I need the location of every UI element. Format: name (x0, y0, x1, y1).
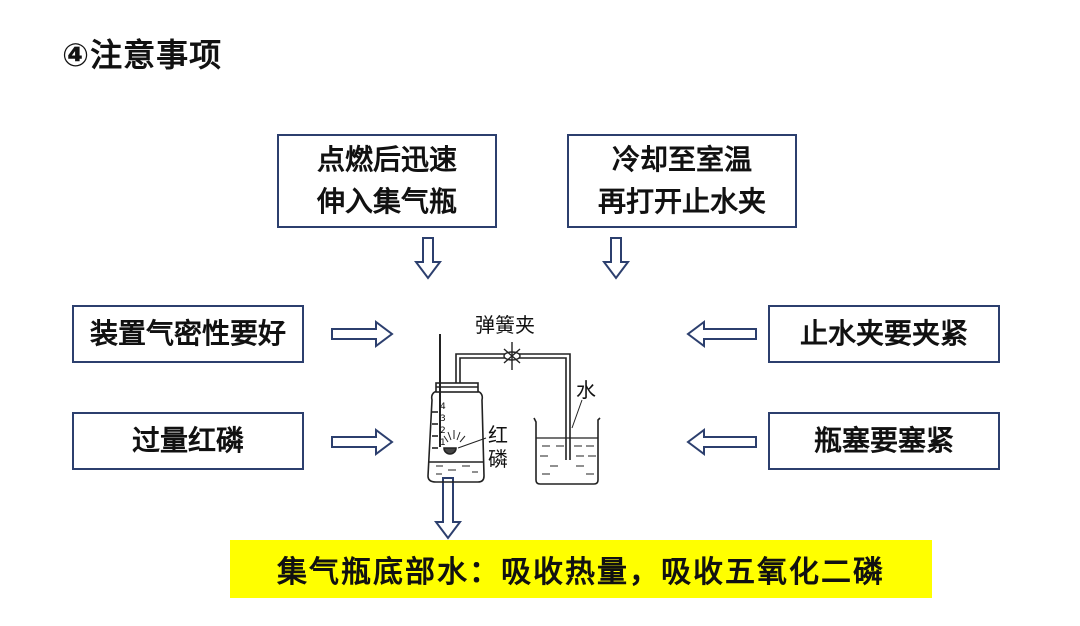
combustion-spoon (443, 447, 457, 455)
connecting-tube (459, 357, 567, 460)
red-phosphorus-label-2: 磷 (488, 447, 508, 471)
note-excess-phosphorus: 过量红磷 (72, 412, 304, 470)
arrow-right-icon (331, 428, 394, 456)
note-cool-first: 冷却至室温 再打开止水夹 (567, 134, 797, 228)
scale-mark: 4 (440, 402, 446, 412)
arrow-left-icon (686, 428, 757, 456)
scale-mark: 1 (440, 438, 446, 448)
flame-icon (443, 430, 466, 443)
beaker (533, 417, 601, 485)
note-ignite-quickly: 点燃后迅速 伸入集气瓶 (277, 134, 497, 228)
scale-mark: 2 (440, 426, 446, 436)
note-ignite-line2: 伸入集气瓶 (316, 185, 457, 218)
arrow-left-icon (686, 320, 757, 348)
scale-mark: 3 (440, 414, 446, 424)
red-phosphorus-label-1: 红 (488, 423, 508, 447)
note-stopper-tight: 瓶塞要塞紧 (768, 412, 1000, 470)
note-cool-line1: 冷却至室温 (611, 143, 752, 176)
bottom-note: 集气瓶底部水：吸收热量，吸收五氧化二磷 (230, 540, 932, 598)
note-clamp-tight: 止水夹要夹紧 (768, 305, 1000, 363)
arrow-down-icon (414, 237, 442, 280)
spring-clamp (503, 342, 521, 370)
note-ignite-line1: 点燃后迅速 (316, 143, 457, 176)
apparatus-illustration (427, 334, 601, 485)
arrow-right-icon (331, 320, 394, 348)
spring-clamp-label: 弹簧夹 (475, 313, 535, 337)
water-label: 水 (576, 378, 596, 402)
arrow-down-icon (602, 237, 630, 280)
page-title: ④注意事项 (62, 36, 223, 74)
note-cool-line2: 再打开止水夹 (597, 185, 766, 218)
arrow-down-icon (434, 477, 462, 540)
note-airtight: 装置气密性要好 (72, 305, 304, 363)
